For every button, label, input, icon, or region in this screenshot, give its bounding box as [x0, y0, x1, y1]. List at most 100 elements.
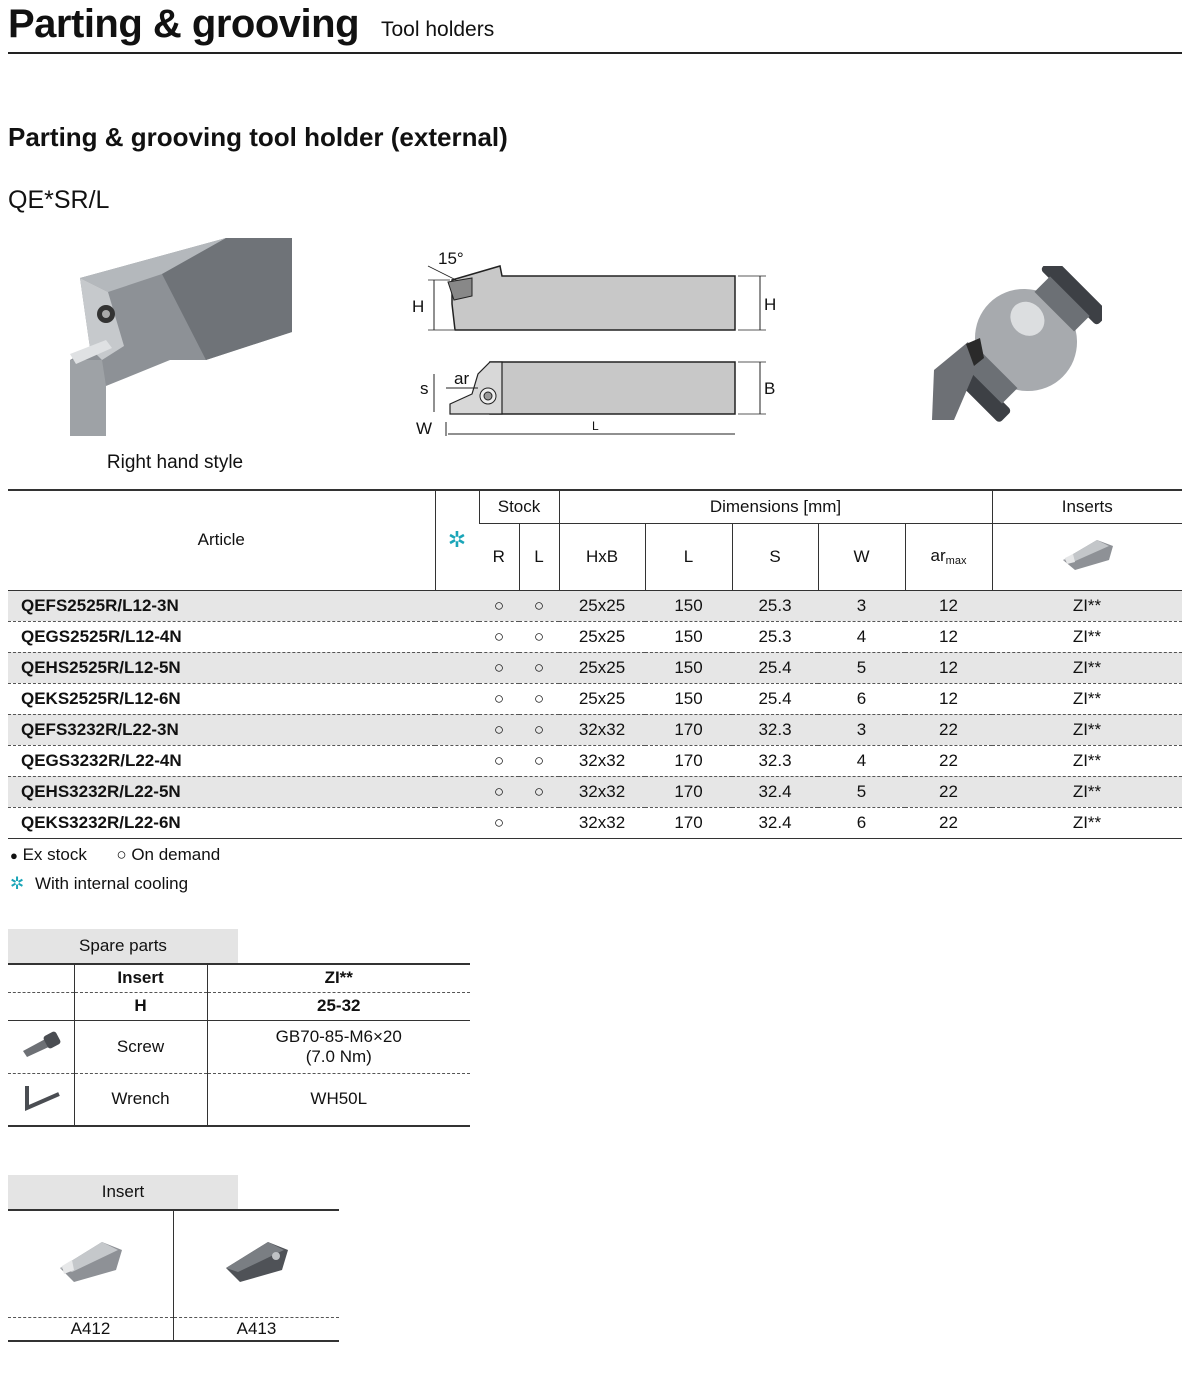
ex-stock-symbol: ●	[10, 848, 18, 863]
cell-s: 25.4	[732, 652, 818, 684]
cell-ar: 12	[905, 683, 992, 715]
tool-holder-image	[70, 238, 292, 436]
cell-l-stock: ○	[519, 776, 559, 808]
page-subtitle: Tool holders	[381, 18, 495, 41]
cell-l-stock: ○	[519, 621, 559, 653]
insert-tab: Insert	[8, 1175, 238, 1209]
cell-l: 150	[645, 590, 732, 622]
cell-r: ○	[479, 683, 519, 715]
cell-s: 32.4	[732, 807, 818, 839]
cell-s: 32.3	[732, 745, 818, 777]
cell-hxb: 25x25	[559, 590, 645, 622]
cell-insert: ZI**	[992, 652, 1182, 684]
cell-l: 170	[645, 776, 732, 808]
cell-l-stock	[519, 807, 559, 839]
cell-w: 6	[818, 683, 905, 715]
on-demand-label: On demand	[131, 845, 221, 864]
cell-hxb: 32x32	[559, 714, 645, 746]
cell-cool	[435, 807, 479, 839]
cell-ar: 12	[905, 590, 992, 622]
drawing-label-angle: 15°	[438, 249, 464, 268]
cell-article: QEGS3232R/L22-4N	[8, 745, 435, 777]
cell-article: QEKS2525R/L12-6N	[8, 683, 435, 715]
drawing-label-ar: ar	[454, 369, 469, 388]
section-title: Parting & grooving tool holder (external…	[8, 122, 508, 152]
legend-cooling: ✲ With internal cooling	[10, 874, 188, 894]
cell-hxb: 32x32	[559, 745, 645, 777]
wrench-label: Wrench	[73, 1073, 207, 1127]
cell-cool	[435, 652, 479, 684]
header-stock: Stock	[478, 489, 559, 524]
cell-ar: 12	[905, 652, 992, 684]
cell-cool	[435, 714, 479, 746]
spare-h-value: 25-32	[206, 992, 470, 1021]
cell-l: 150	[645, 652, 732, 684]
cell-l: 150	[645, 683, 732, 715]
cell-l: 150	[645, 621, 732, 653]
spare-parts-tab: Spare parts	[8, 929, 238, 963]
cell-insert: ZI**	[992, 776, 1182, 808]
cell-insert: ZI**	[992, 621, 1182, 653]
drawing-label-l: L	[592, 419, 599, 433]
insert-a413-label: A413	[173, 1317, 339, 1342]
cell-s: 32.3	[732, 714, 818, 746]
cell-cool	[435, 621, 479, 653]
spare-insert-value: ZI**	[206, 963, 470, 993]
drawing-label-b: B	[764, 379, 775, 398]
cell-l: 170	[645, 807, 732, 839]
cell-r: ○	[479, 652, 519, 684]
header-dimensions: Dimensions [mm]	[558, 489, 992, 524]
insert-icon	[1063, 540, 1114, 570]
cell-hxb: 25x25	[559, 683, 645, 715]
legend-stock: ● Ex stock ○ On demand	[10, 845, 220, 865]
cell-article: QEHS2525R/L12-5N	[8, 652, 435, 684]
cell-ar: 22	[905, 807, 992, 839]
cell-l-stock: ○	[519, 683, 559, 715]
cell-l-stock: ○	[519, 745, 559, 777]
cell-cool	[435, 590, 479, 622]
insert-table: A412 A413	[8, 1209, 339, 1342]
cell-r: ○	[479, 745, 519, 777]
cell-r: ○	[479, 590, 519, 622]
cell-r: ○	[479, 776, 519, 808]
cell-insert: ZI**	[992, 590, 1182, 622]
cooling-label: With internal cooling	[34, 874, 189, 893]
cell-insert: ZI**	[992, 714, 1182, 746]
cell-r: ○	[479, 621, 519, 653]
cell-w: 6	[818, 807, 905, 839]
screw-value: GB70-85-M6×20 (7.0 Nm)	[206, 1020, 470, 1074]
cell-article: QEHS3232R/L22-5N	[8, 776, 435, 808]
cell-ar: 22	[905, 776, 992, 808]
on-demand-symbol: ○	[116, 845, 127, 864]
header-hxb: HxB	[558, 523, 645, 591]
header-r: R	[479, 523, 519, 591]
drawing-label-h-left: H	[412, 297, 424, 316]
cell-article: QEKS3232R/L22-6N	[8, 807, 435, 839]
ex-stock-label: Ex stock	[22, 845, 87, 864]
cell-cool	[435, 683, 479, 715]
cell-insert: ZI**	[992, 807, 1182, 839]
cell-l-stock: ○	[519, 714, 559, 746]
cell-ar: 22	[905, 714, 992, 746]
cell-l: 170	[645, 714, 732, 746]
cell-hxb: 32x32	[559, 807, 645, 839]
wrench-icon	[8, 1073, 74, 1127]
cell-l-stock: ○	[519, 590, 559, 622]
snowflake-icon: ✲	[434, 489, 479, 591]
insert-a413-image	[173, 1209, 339, 1318]
tool-holder-table: Article ✲ Stock Dimensions [mm] Inserts …	[8, 489, 1182, 839]
header-l-stock: L	[518, 523, 559, 591]
cell-s: 32.4	[732, 776, 818, 808]
cell-cool	[435, 776, 479, 808]
cell-hxb: 32x32	[559, 776, 645, 808]
cell-s: 25.3	[732, 590, 818, 622]
cell-r: ○	[479, 714, 519, 746]
cell-article: QEFS3232R/L22-3N	[8, 714, 435, 746]
spare-h-label: H	[73, 992, 207, 1021]
cell-l: 170	[645, 745, 732, 777]
cell-insert: ZI**	[992, 745, 1182, 777]
